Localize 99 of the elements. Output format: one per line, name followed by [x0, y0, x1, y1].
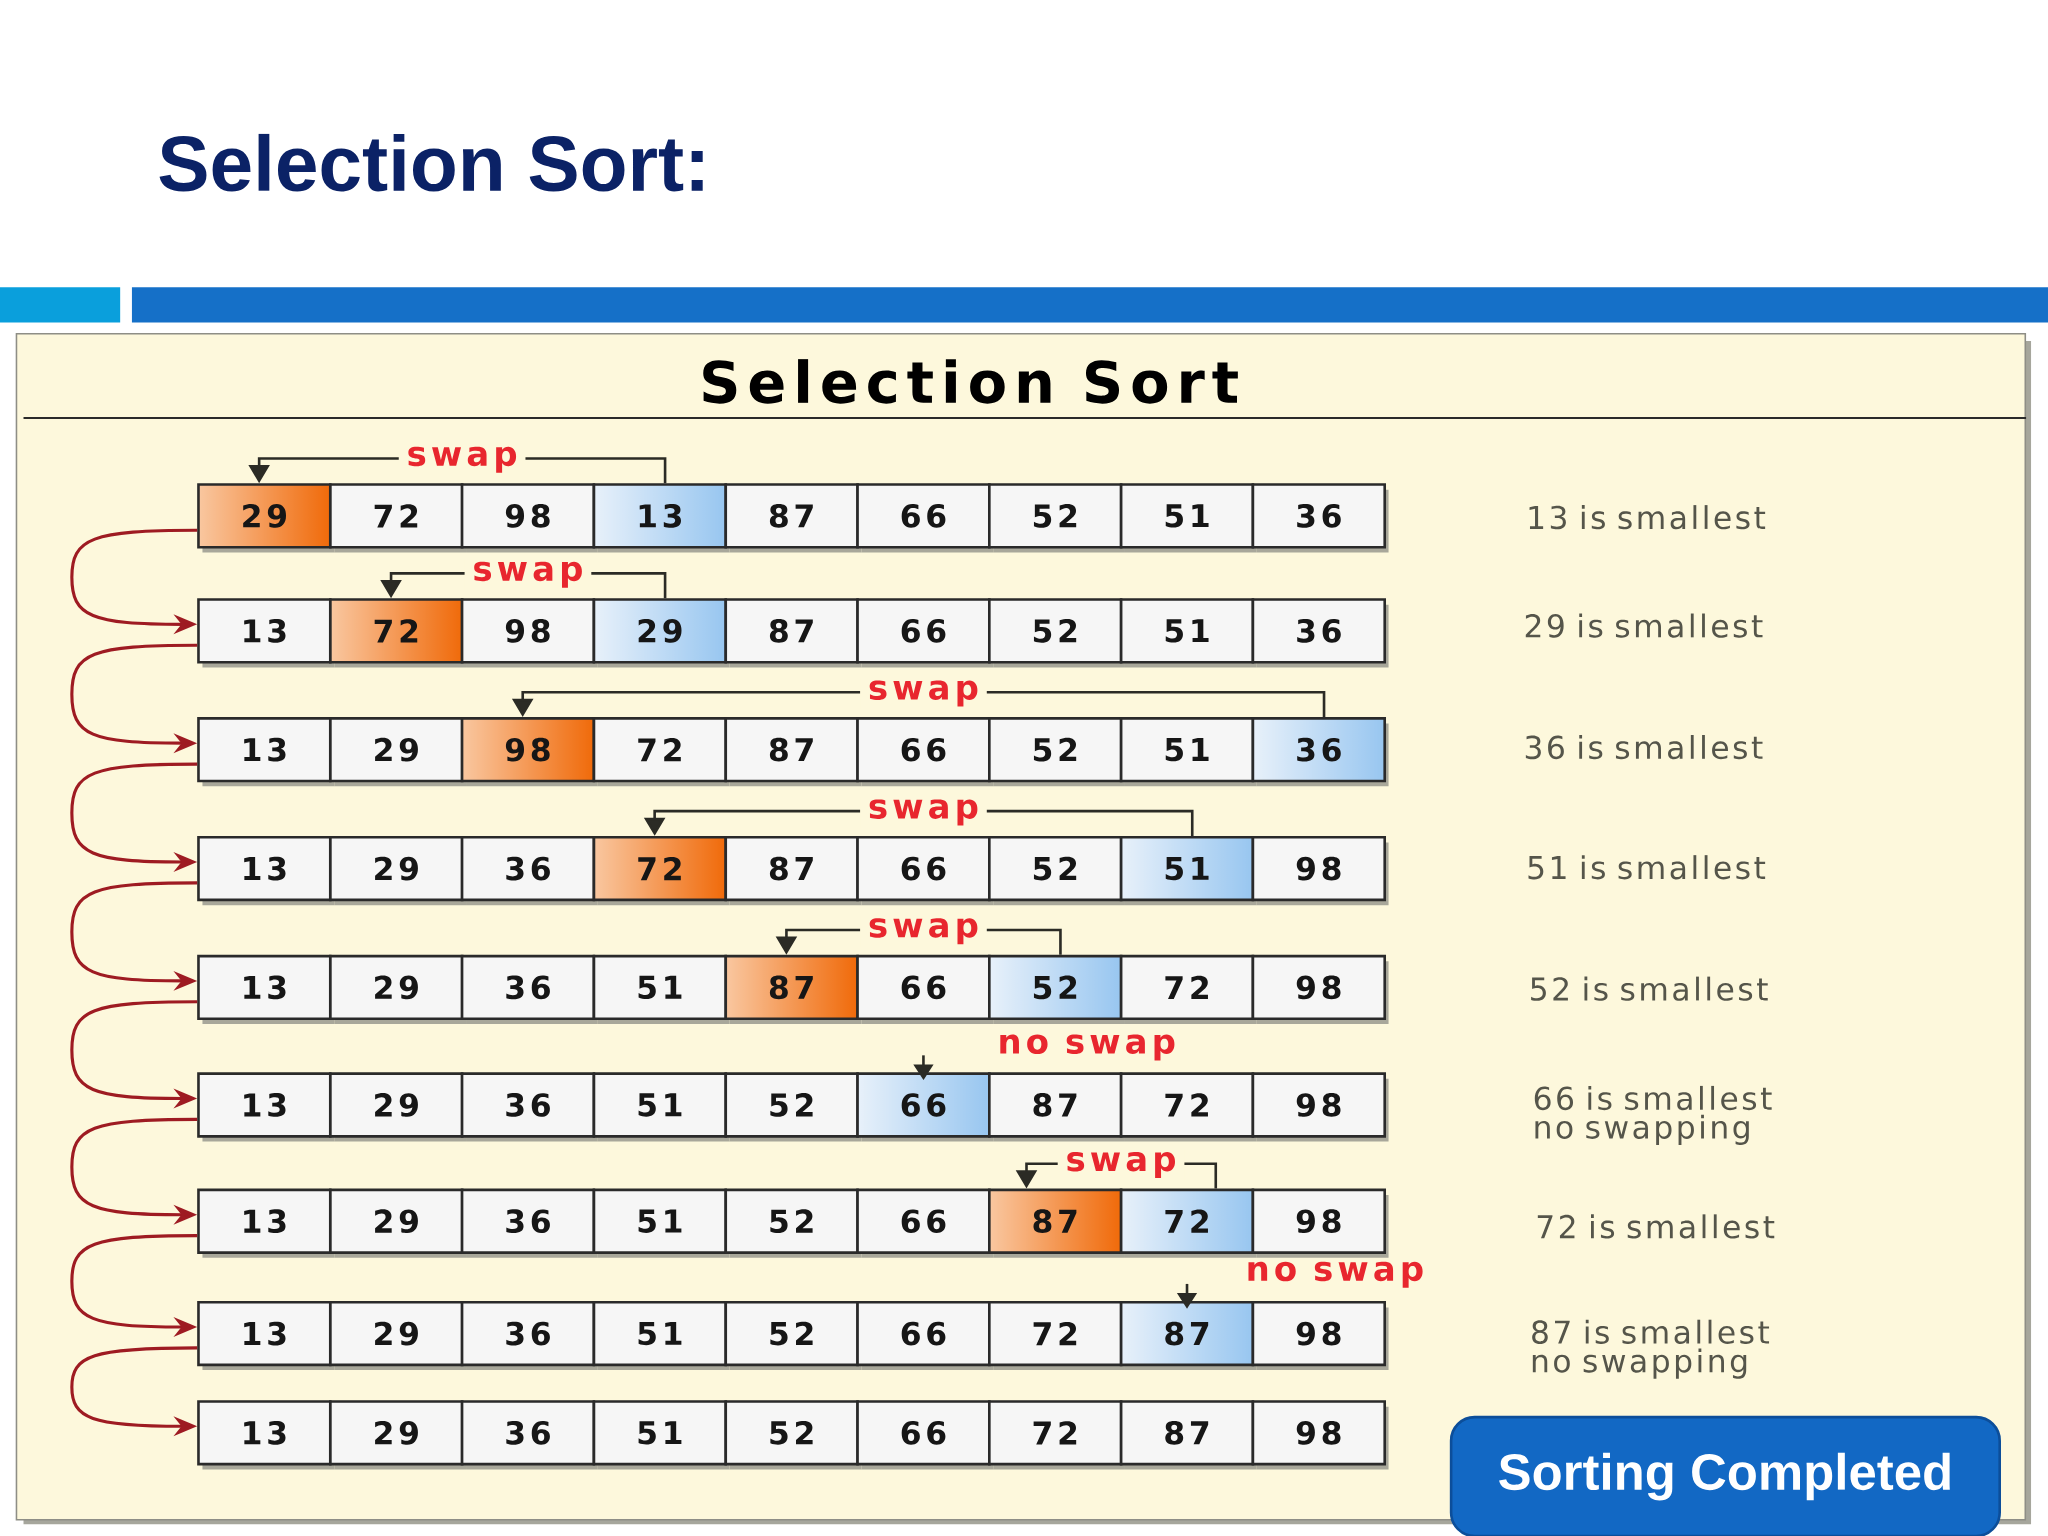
number-cell: 13	[197, 835, 335, 906]
number-cell: 87	[724, 954, 862, 1024]
number-cell: 98	[460, 598, 598, 668]
number-cell: 87	[1119, 1300, 1257, 1371]
number-cell: 72	[1119, 1188, 1257, 1258]
title: Selection Sort:	[159, 133, 703, 192]
number-cell: 29	[329, 1188, 467, 1258]
note-text: 66 is smallest no swapping	[1534, 1085, 1772, 1145]
status-banner: Sorting Completed	[1449, 1415, 2001, 1536]
number-cell: 51	[1119, 717, 1257, 787]
number-cell: 52	[988, 483, 1125, 553]
number-cell: 13	[197, 1300, 335, 1371]
number-cell: 52	[724, 1300, 862, 1371]
number-cell: 98	[1251, 1400, 1389, 1470]
note-text: 13 is smallest	[1529, 505, 1766, 530]
number-cell: 13	[197, 954, 335, 1024]
edge-label: swap	[464, 559, 592, 591]
number-cell: 36	[460, 1300, 598, 1371]
number-cell: 29	[592, 598, 730, 668]
number-cell: 36	[460, 954, 598, 1024]
number-cell: 72	[988, 1300, 1125, 1371]
number-cell: 36	[1251, 717, 1389, 787]
number-cell: 66	[856, 717, 994, 787]
number-cell: 36	[460, 1188, 598, 1258]
number-cell: 29	[329, 1300, 467, 1371]
number-cell: 66	[856, 835, 994, 906]
number-cell: 66	[856, 1300, 994, 1371]
number-cell: 29	[329, 835, 467, 906]
note-text: 36 is smallest	[1525, 735, 1763, 760]
note-text: 51 is smallest	[1528, 855, 1766, 880]
number-cell: 98	[1251, 1188, 1389, 1258]
number-cell: 13	[197, 1400, 335, 1470]
number-cell: 98	[460, 483, 598, 553]
note-text: 87 is smallest no swapping	[1532, 1319, 1770, 1379]
edge-label: swap	[398, 444, 526, 476]
number-cell: 29	[197, 483, 335, 553]
number-cell: 66	[856, 598, 994, 668]
number-cell: 13	[197, 1072, 335, 1142]
number-cell: 51	[1119, 598, 1257, 668]
number-cell: 13	[197, 598, 335, 668]
number-cell: 98	[1251, 1300, 1389, 1371]
number-cell: 87	[724, 835, 862, 906]
number-cell: 52	[724, 1188, 862, 1258]
number-cell: 51	[1119, 835, 1257, 906]
number-cell: 51	[1119, 483, 1257, 553]
number-cell: 72	[329, 598, 467, 668]
number-cell: 66	[856, 1400, 994, 1470]
number-cell: 98	[1251, 835, 1389, 906]
number-cell: 29	[329, 1400, 467, 1470]
number-cell: 51	[592, 954, 730, 1024]
number-cell: 87	[724, 483, 862, 553]
number-cell: 72	[329, 483, 467, 553]
number-cell: 36	[1251, 483, 1389, 553]
number-cell: 66	[856, 1072, 994, 1142]
number-cell: 13	[592, 483, 730, 553]
number-cell: 36	[460, 835, 598, 906]
number-cell: 51	[592, 1072, 730, 1142]
number-cell: 29	[329, 1072, 467, 1142]
number-cell: 36	[1251, 598, 1389, 668]
number-cell: 66	[856, 483, 994, 553]
number-cell: 13	[197, 1188, 335, 1258]
number-cell: 52	[988, 954, 1125, 1024]
number-cell: 52	[724, 1400, 862, 1470]
edge-label: swap	[860, 677, 987, 710]
number-cell: 51	[592, 1400, 730, 1470]
number-cell: 66	[856, 1188, 994, 1258]
number-cell: 87	[988, 1072, 1125, 1142]
number-cell: 98	[1251, 954, 1389, 1024]
note-text: 72 is smallest	[1537, 1214, 1775, 1239]
edge-label: swap	[860, 796, 987, 829]
note-text: 52 is smallest	[1531, 976, 1768, 1001]
number-cell: 87	[724, 598, 862, 668]
number-cell: 52	[988, 717, 1125, 787]
number-cell: 66	[856, 954, 994, 1024]
edge-label: swap	[1057, 1149, 1185, 1181]
number-cell: 87	[988, 1188, 1125, 1258]
number-cell: 72	[988, 1400, 1125, 1470]
number-cell: 51	[592, 1300, 730, 1371]
number-cell: 13	[197, 717, 335, 787]
number-cell: 52	[724, 1072, 862, 1142]
number-cell: 51	[592, 1188, 730, 1258]
number-cell: 36	[460, 1400, 598, 1470]
number-cell: 98	[1251, 1072, 1389, 1142]
edge-label: swap	[860, 915, 987, 947]
number-cell: 87	[724, 717, 862, 787]
number-cell: 72	[592, 835, 730, 906]
number-cell: 29	[329, 717, 467, 787]
annotation: no swap	[1000, 1034, 1175, 1061]
number-cell: 29	[329, 954, 467, 1024]
number-cell: 72	[1119, 1072, 1257, 1142]
number-cell: 98	[460, 717, 598, 787]
number-cell: 52	[988, 835, 1125, 906]
number-cell: 87	[1119, 1400, 1257, 1470]
number-cell: 36	[460, 1072, 598, 1142]
number-cell: 52	[988, 598, 1125, 668]
number-cell: 72	[592, 717, 730, 787]
annotation: no swap	[1248, 1261, 1423, 1288]
number-cell: 72	[1119, 954, 1257, 1024]
note-text: 29 is smallest	[1525, 613, 1763, 638]
